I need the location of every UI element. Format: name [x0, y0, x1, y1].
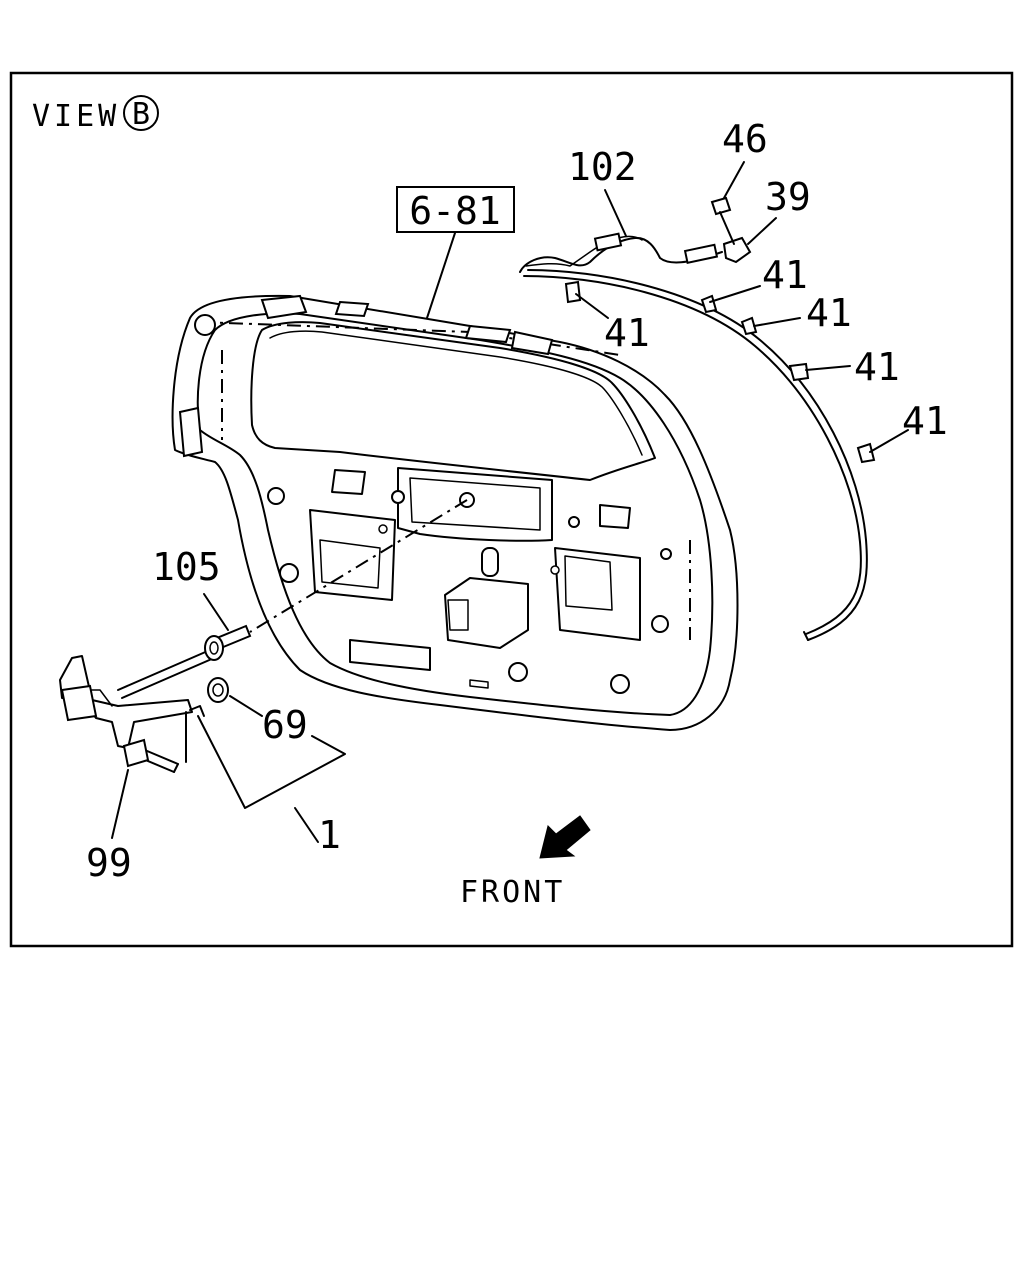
callout-41-c: 41 [806, 291, 852, 335]
cable-assembly-drawing [519, 196, 876, 641]
callout-39: 39 [765, 175, 811, 219]
callout-41-a: 41 [762, 253, 808, 297]
diagram-frame [9, 71, 1014, 948]
callout-1: 1 [318, 813, 341, 857]
view-label: VIEW [32, 99, 120, 134]
callout-69: 69 [262, 703, 308, 747]
callout-41-d: 41 [854, 345, 900, 389]
leader-lines [111, 161, 909, 843]
reference-box-label: 6-81 [409, 189, 501, 233]
view-circle-marker: B [123, 95, 159, 132]
callout-46: 46 [722, 117, 768, 161]
reference-leader-line [426, 232, 456, 319]
front-direction-arrow-icon [539, 815, 591, 859]
latch-assembly-drawing [59, 624, 252, 773]
tailgate-panel-drawing [171, 294, 739, 731]
callout-41-b: 41 [604, 311, 650, 355]
callout-99: 99 [86, 841, 132, 885]
callout-105: 105 [152, 545, 221, 589]
front-label: FRONT [460, 875, 565, 910]
callout-102: 102 [568, 145, 637, 189]
reference-box: 6-81 [396, 186, 515, 233]
assembly-line [249, 499, 468, 633]
view-circle-letter: B [132, 97, 150, 132]
callout-41-e: 41 [902, 399, 948, 443]
